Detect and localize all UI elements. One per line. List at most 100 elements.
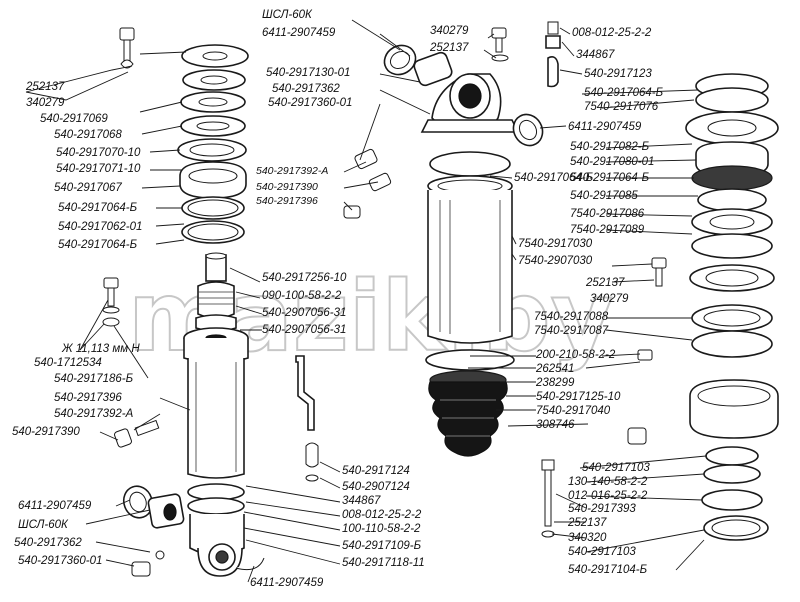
label-leftmid-4: 540-2917396 [54, 392, 122, 404]
label-right-11: 7540-2917088 [534, 311, 609, 323]
label-rod-3: 540-2907056-31 [262, 307, 346, 319]
left-bearing [122, 485, 185, 577]
label-right-10: 340279 [590, 293, 629, 305]
label-topc-2: 6411-2907459 [262, 27, 336, 39]
label-leftbot-4: 540-2917360-01 [18, 555, 102, 567]
label-botc-5: 100-110-58-2-2 [342, 523, 421, 535]
top-center-housing [383, 44, 544, 147]
label-topb-4: 344867 [576, 49, 615, 61]
labels-bottom-center: 540-2917124 540-2907124 344867 008-012-2… [250, 465, 425, 589]
label-right-7: 7540-2917086 [570, 208, 645, 220]
label-center-8: 7540-2917040 [536, 405, 611, 417]
label-topc-5: 540-2917360-01 [268, 97, 352, 109]
label-left-2: 340279 [26, 97, 65, 109]
labels-left-bottom: 6411-2907459 ШСЛ-60К 540-2917362 540-291… [14, 500, 102, 567]
label-leftmid-5: 540-2917392-А [54, 408, 134, 420]
label-rightbot-4: 540-2917393 [568, 503, 636, 515]
labels-left-top: 252137 340279 540-2917069 540-2917068 54… [25, 81, 142, 251]
label-center-1: 540-2917064-Б [514, 172, 594, 184]
label-topb-6: 6411-2907459 [568, 121, 642, 133]
label-topb-3: 008-012-25-2-2 [572, 27, 652, 39]
label-botc-1: 540-2917124 [342, 465, 410, 477]
labels-right-bottom: 540-2917103 130-140-58-2-2 012-016-25-2-… [567, 462, 650, 576]
label-center-4: 200-210-58-2-2 [535, 349, 616, 361]
label-right-8: 7540-2917089 [570, 224, 645, 236]
label-leftmid-2: 540-1712534 [34, 357, 102, 369]
label-botc-6: 540-2917109-Б [342, 540, 422, 552]
label-right-2: 7540-2917076 [584, 101, 659, 113]
label-left-5: 540-2917070-10 [56, 147, 141, 159]
left-flange-stack [177, 44, 249, 244]
label-botc-7: 540-2917118-11 [342, 557, 425, 569]
label-rightbot-1: 540-2917103 [582, 462, 650, 474]
right-hardware [541, 257, 667, 538]
top-hardware [491, 21, 561, 88]
label-rod-4: 540-2907056-31 [262, 324, 346, 336]
label-topc-8: 540-2917396 [256, 195, 318, 207]
labels-center: 540-2917064-Б 7540-2917030 7540-2907030 … [514, 172, 621, 431]
leader-lines [25, 19, 707, 583]
labels-rod: 540-2917256-10 090-100-58-2-2 540-290705… [262, 272, 347, 336]
label-rod-1: 540-2917256-10 [262, 272, 347, 284]
label-left-7: 540-2917067 [54, 182, 122, 194]
label-topc-3: 540-2917130-01 [266, 67, 350, 79]
label-center-7: 540-2917125-10 [536, 391, 621, 403]
label-rightbot-8: 540-2917104-Б [568, 564, 648, 576]
label-center-6: 238299 [535, 377, 575, 389]
label-leftbot-2: ШСЛ-60К [18, 519, 69, 531]
label-leftbot-3: 540-2917362 [14, 537, 82, 549]
center-cylinder-tube [425, 151, 515, 371]
labels-right: 540-2917064-Б 7540-2917076 540-2917082-Б… [534, 87, 664, 337]
label-botc-2: 540-2907124 [342, 481, 410, 493]
labels-top-bolt: 340279 252137 008-012-25-2-2 344867 540-… [429, 25, 652, 133]
label-right-5: 540-2917064-Б [570, 172, 650, 184]
label-rightbot-2: 130-140-58-2-2 [568, 476, 648, 488]
center-bellows [428, 370, 508, 457]
label-right-6: 540-2917085 [570, 190, 638, 202]
center-link-rod [295, 355, 319, 482]
label-left-4: 540-2917068 [54, 129, 122, 141]
label-center-9: 308746 [536, 419, 575, 431]
right-stack [685, 73, 779, 541]
label-topb-2: 252137 [429, 42, 469, 54]
label-left-3: 540-2917069 [40, 113, 108, 125]
label-right-4: 540-2917080-01 [570, 156, 654, 168]
label-left-8: 540-2917064-Б [58, 202, 138, 214]
label-leftmid-1: Ж 11,113 мм Н [61, 343, 140, 355]
left-cylinder [183, 327, 265, 577]
left-grease-fitting [114, 419, 160, 448]
label-topc-6: 540-2917392-А [256, 165, 328, 177]
labels-left-mid: Ж 11,113 мм Н 540-1712534 540-2917186-Б … [12, 343, 140, 438]
center-grease-fittings [343, 148, 392, 219]
label-topc-1: ШСЛ-60К [262, 9, 313, 21]
label-left-6: 540-2917071-10 [56, 163, 141, 175]
label-center-5: 262541 [535, 363, 574, 375]
left-top-bolt [119, 27, 135, 69]
left-mid-bolt [102, 277, 120, 327]
label-leftmid-3: 540-2917186-Б [54, 373, 134, 385]
label-leftbot-1: 6411-2907459 [18, 500, 92, 512]
labels-top-center: ШСЛ-60К 6411-2907459 540-2917130-01 540-… [256, 9, 352, 207]
label-leftmid-6: 540-2917390 [12, 426, 80, 438]
label-rightbot-3: 012-016-25-2-2 [568, 490, 648, 502]
label-topb-5: 540-2917123 [584, 68, 652, 80]
label-topc-7: 540-2917390 [256, 181, 318, 193]
label-right-3: 540-2917082-Б [570, 141, 650, 153]
piston-rod [195, 252, 237, 332]
label-left-10: 540-2917064-Б [58, 239, 138, 251]
label-rightbot-7: 540-2917103 [568, 546, 636, 558]
label-topc-4: 540-2917362 [272, 83, 340, 95]
label-rightbot-6: 340320 [568, 532, 607, 544]
label-right-12: 7540-2917087 [534, 325, 609, 337]
label-left-1: 252137 [25, 81, 65, 93]
label-right-9: 252137 [585, 277, 625, 289]
label-botc-4: 008-012-25-2-2 [342, 509, 422, 521]
label-rightbot-5: 252137 [567, 517, 607, 529]
label-botc-8: 6411-2907459 [250, 577, 324, 589]
label-center-3: 7540-2907030 [518, 255, 593, 267]
label-botc-3: 344867 [342, 495, 381, 507]
label-rod-2: 090-100-58-2-2 [262, 290, 342, 302]
label-left-9: 540-2917062-01 [58, 221, 142, 233]
